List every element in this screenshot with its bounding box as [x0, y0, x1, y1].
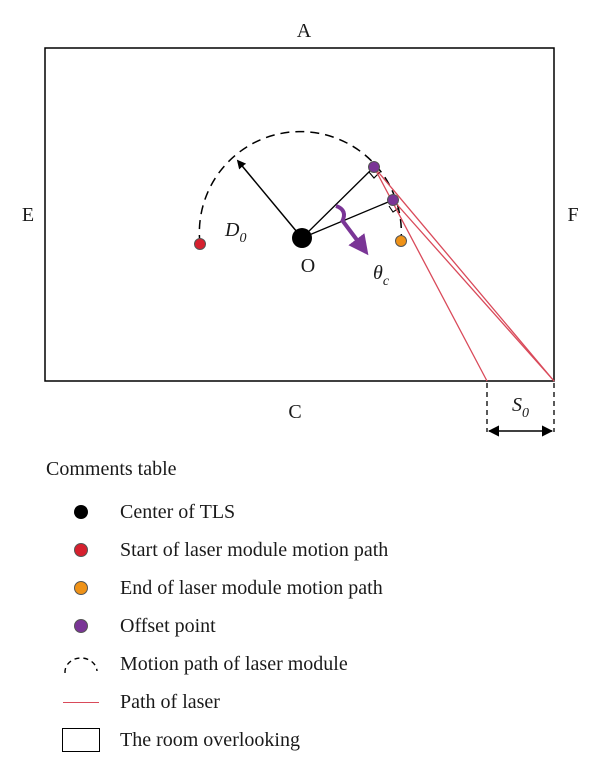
purple-dot-icon [74, 619, 88, 633]
red-dot-icon [74, 543, 88, 557]
center-to-offset-line-1 [301, 166, 375, 239]
comments-table: Comments table Center of TLS Start of la… [46, 458, 566, 759]
motion-path-arc [198, 130, 403, 245]
legend-label: Center of TLS [120, 500, 236, 523]
radius-arrow [236, 159, 303, 239]
dashed-arc-icon [64, 657, 98, 674]
square-icon [62, 728, 100, 752]
legend-title: Comments table [46, 458, 177, 480]
label-left-e: E [22, 204, 34, 226]
center-point [292, 228, 312, 248]
label-bottom-c: C [288, 401, 301, 423]
center-label: O [301, 255, 315, 277]
legend-label: Path of laser [120, 690, 220, 713]
laser-path-1a [373, 166, 555, 382]
radius-label: D0 [224, 219, 246, 246]
legend-item-offset: Offset point [46, 607, 566, 645]
diagram-canvas: A C E F D0 θc O S0 [22, 20, 579, 437]
center-to-offset-line-2 [301, 199, 394, 239]
offset-point-1 [368, 161, 380, 173]
label-right-f: F [567, 204, 578, 226]
room-rectangle [44, 47, 555, 382]
legend-item-room: The room overlooking [46, 721, 566, 759]
legend-label: Offset point [120, 614, 216, 637]
start-point [194, 238, 206, 250]
legend-label: End of laser module motion path [120, 576, 383, 599]
orange-dot-icon [74, 581, 88, 595]
legend-item-laser: Path of laser [46, 683, 566, 721]
offset-label: S0 [512, 394, 529, 421]
legend-item-end: End of laser module motion path [46, 569, 566, 607]
legend-label: The room overlooking [120, 728, 300, 751]
black-dot-icon [74, 505, 88, 519]
legend-label: Start of laser module motion path [120, 538, 389, 561]
legend-label: Motion path of laser module [120, 652, 348, 675]
label-top-a: A [297, 20, 312, 42]
legend-item-motion-path: Motion path of laser module [46, 645, 566, 683]
legend-item-center: Center of TLS [46, 493, 566, 531]
legend-item-start: Start of laser module motion path [46, 531, 566, 569]
angle-label: θc [373, 262, 390, 289]
end-point [395, 235, 407, 247]
offset-point-2 [387, 194, 399, 206]
angle-arrow [340, 218, 369, 256]
red-line-icon [63, 701, 99, 703]
laser-path-1b [392, 199, 555, 382]
